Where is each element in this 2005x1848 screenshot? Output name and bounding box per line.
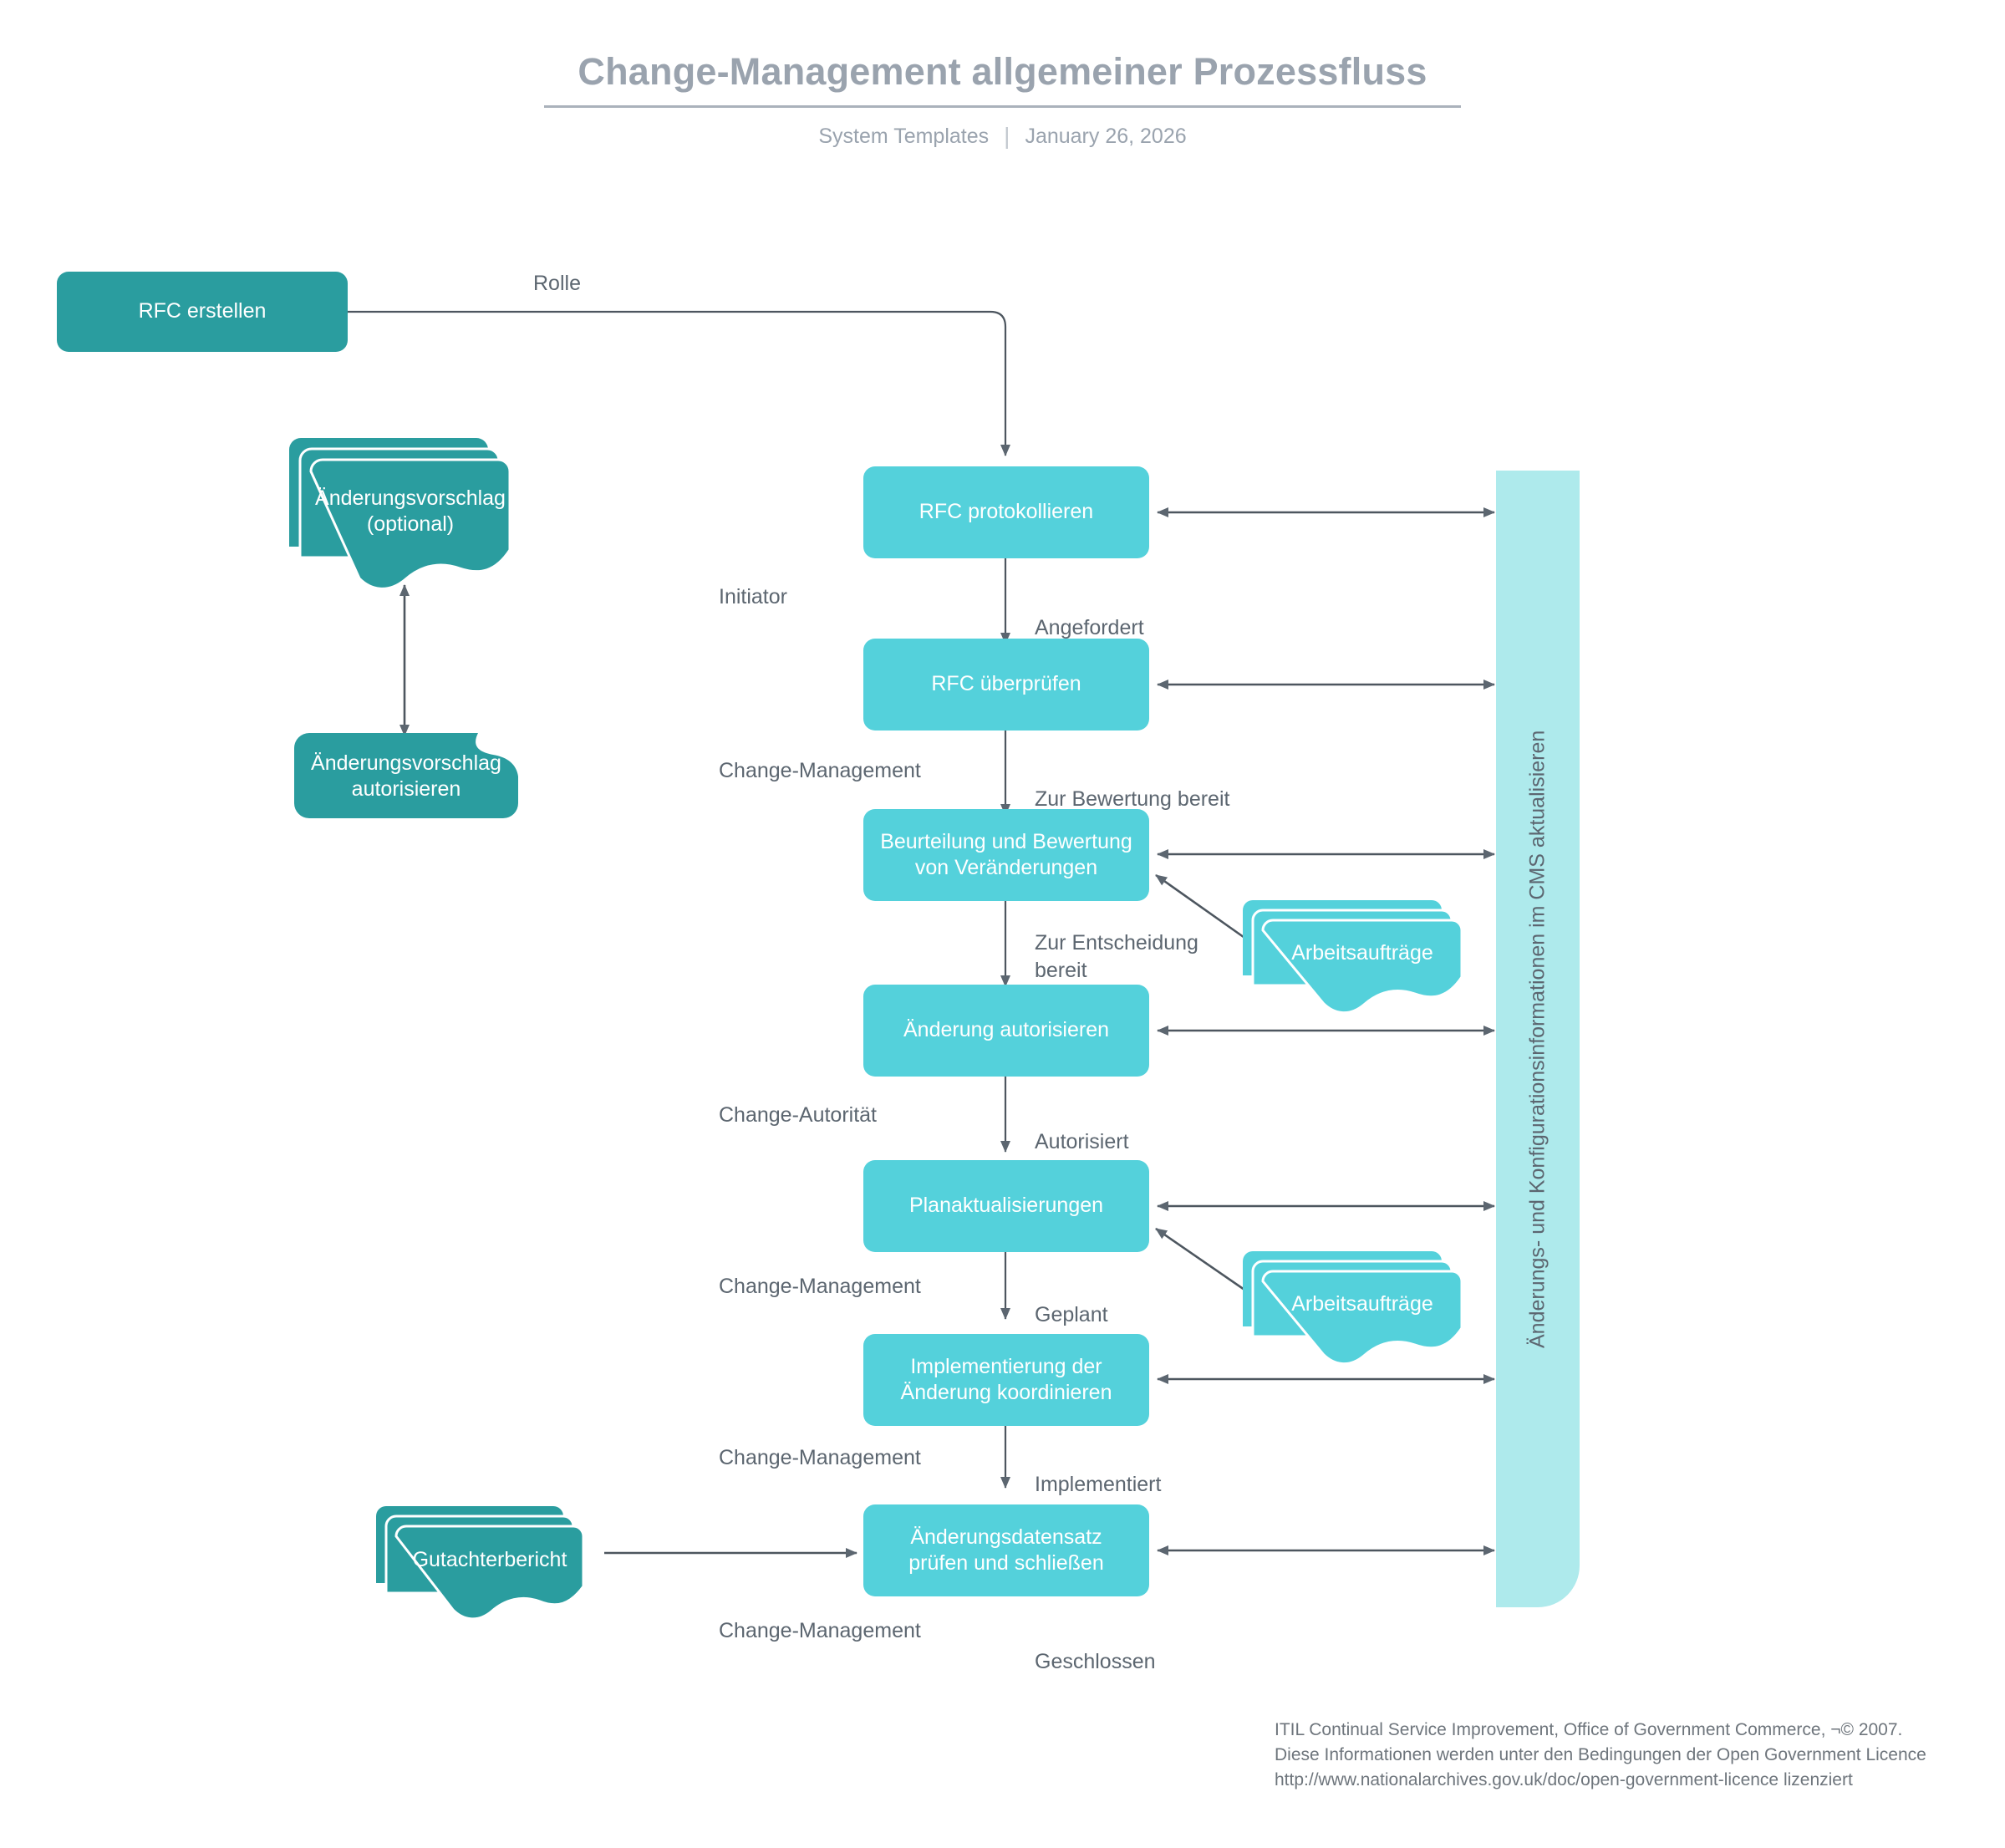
edge-label-geplant: Geplant [1035, 1303, 1108, 1326]
subtitle-separator: | [1004, 123, 1010, 149]
node-label: Änderung autorisieren [903, 1018, 1109, 1042]
node-label: Beurteilung und Bewertung von Veränderun… [880, 829, 1132, 879]
role-label-change-management-3: Change-Management [719, 1446, 921, 1469]
edge-label-rolle: Rolle [533, 272, 581, 295]
node-rfc-ueberpruefen[interactable]: RFC überprüfen [863, 639, 1149, 731]
node-aenderungsdatensatz[interactable]: Änderungsdatensatz prüfen und schließen [863, 1504, 1149, 1596]
role-label-initiator: Initiator [719, 585, 787, 608]
multi-document-icon [1243, 900, 1463, 1014]
node-label: RFC protokollieren [919, 500, 1094, 524]
role-label-change-management-4: Change-Management [719, 1619, 921, 1642]
role-label-change-management-1: Change-Management [719, 759, 921, 782]
node-cms-band[interactable]: Änderungs- und Konfigurationsinformation… [1496, 471, 1580, 1607]
node-label: RFC erstellen [138, 299, 267, 323]
node-label: Arbeitsaufträge [1291, 1292, 1433, 1316]
role-label-change-management-2: Change-Management [719, 1275, 921, 1298]
multi-document-icon [1243, 1251, 1463, 1365]
node-label: Implementierung der Änderung koordiniere… [900, 1354, 1112, 1404]
node-aenderung-autorisieren[interactable]: Änderung autorisieren [863, 985, 1149, 1077]
subtitle-source: System Templates [818, 124, 990, 148]
node-label: RFC überprüfen [931, 672, 1081, 696]
document-icon [294, 733, 518, 818]
document-header: Change-Management allgemeiner Prozessflu… [0, 50, 2005, 150]
page-title: Change-Management allgemeiner Prozessflu… [544, 50, 1461, 108]
edge-label-implementiert: Implementiert [1035, 1473, 1162, 1496]
edge-label-zur-entscheidung-bereit: Zur Entscheidung bereit [1035, 931, 1198, 982]
node-beurteilung-bewertung[interactable]: Beurteilung und Bewertung von Veränderun… [863, 809, 1149, 901]
edge-label-autorisiert: Autorisiert [1035, 1130, 1129, 1153]
node-arbeitsauftraege-1[interactable]: Arbeitsaufträge [1241, 899, 1475, 1014]
node-aenderungsvorschlag-optional[interactable]: Änderungsvorschlag (optional) [288, 436, 522, 590]
subtitle-date: January 26, 2026 [1025, 124, 1187, 148]
node-gutachterbericht[interactable]: Gutachterbericht [374, 1504, 608, 1621]
document-subtitle: System Templates | January 26, 2026 [0, 123, 2005, 150]
node-label: Änderungs- und Konfigurationsinformation… [1525, 730, 1550, 1348]
node-implementierung-koordinieren[interactable]: Implementierung der Änderung koordiniere… [863, 1334, 1149, 1426]
node-arbeitsauftraege-2[interactable]: Arbeitsaufträge [1241, 1250, 1475, 1365]
node-aenderungsvorschlag-autorisieren[interactable]: Änderungsvorschlag autorisieren [293, 731, 520, 822]
band-shape [1496, 471, 1580, 1607]
edge-label-geschlossen: Geschlossen [1035, 1650, 1156, 1673]
multi-document-icon [376, 1506, 585, 1621]
node-rfc-protokollieren[interactable]: RFC protokollieren [863, 466, 1149, 558]
node-label: Änderungsvorschlag autorisieren [311, 751, 501, 801]
node-label: Arbeitsaufträge [1291, 941, 1433, 965]
node-planaktualisierungen[interactable]: Planaktualisierungen [863, 1160, 1149, 1252]
footer-attribution: ITIL Continual Service Improvement, Offi… [1275, 1720, 1926, 1789]
node-label: Änderungsdatensatz prüfen und schließen [908, 1525, 1104, 1575]
role-label-change-autoritaet: Change-Autorität [719, 1103, 878, 1127]
node-label: Änderungsvorschlag (optional) [315, 486, 506, 536]
node-rfc-erstellen[interactable]: RFC erstellen [57, 272, 348, 352]
edge-label-angefordert: Angefordert [1035, 616, 1144, 639]
node-label: Gutachterbericht [412, 1548, 567, 1572]
node-label: Planaktualisierungen [908, 1194, 1104, 1218]
edge-label-zur-bewertung-bereit: Zur Bewertung bereit [1035, 787, 1230, 811]
multi-document-icon [289, 438, 511, 590]
